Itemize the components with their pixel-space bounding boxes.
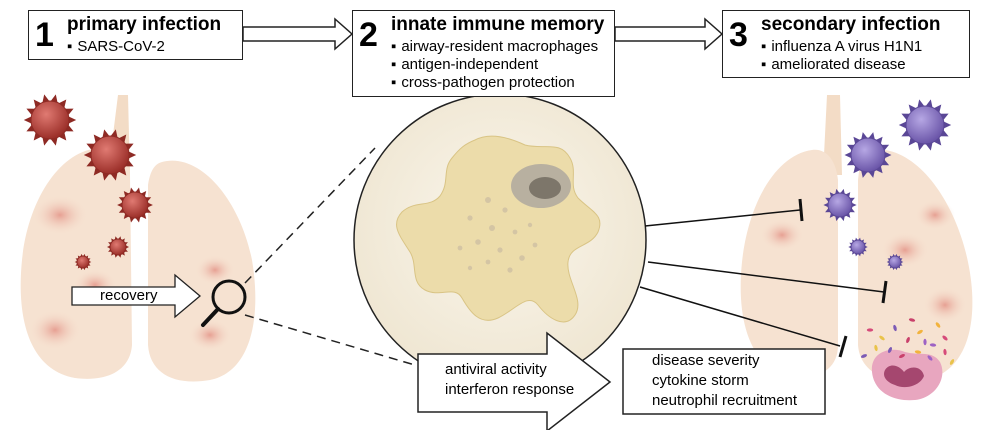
upregulated-effect: interferon response	[445, 381, 575, 398]
downregulated-effect: disease severity	[652, 352, 760, 369]
sars-cov-2-virus-icons	[23, 94, 153, 271]
step-3-title: secondary infection	[761, 14, 941, 35]
step-1-number: 1	[35, 16, 54, 54]
influenza-virus-icon	[823, 188, 857, 222]
recovery-label: recovery	[100, 287, 158, 304]
influenza-virus-icon	[898, 99, 952, 151]
sars-cov-2-virus-icon	[83, 129, 137, 181]
step-2-item: antigen-independent	[391, 56, 538, 73]
step-3-box: 3 secondary infection influenza A virus …	[722, 10, 970, 78]
upregulated-effect: antiviral activity	[445, 361, 547, 378]
sars-cov-2-virus-icon	[117, 187, 153, 223]
influenza-virus-icon	[886, 253, 904, 271]
flow-arrow-2-3	[614, 17, 724, 51]
step-2-title: innate immune memory	[391, 14, 605, 35]
recovery-arrow	[71, 273, 202, 319]
step-3-item: influenza A virus H1N1	[761, 38, 922, 55]
step-1-title: primary infection	[67, 14, 222, 35]
influenza-virus-icon	[844, 132, 892, 178]
outcome-box-frame	[622, 348, 826, 415]
right-lungs	[740, 95, 973, 382]
left-lungs	[20, 95, 256, 382]
step-2-item: cross-pathogen protection	[391, 74, 574, 91]
step-3-item: ameliorated disease	[761, 56, 905, 73]
step-1-item: SARS-CoV-2	[67, 38, 165, 55]
downregulated-effect: cytokine storm	[652, 372, 749, 389]
magnifier-icon	[201, 279, 247, 327]
effects-box-frame	[417, 331, 612, 430]
macrophage-zoom-view	[353, 93, 647, 387]
step-1-box: 1 primary infection SARS-CoV-2	[28, 10, 243, 60]
step-2-box: 2 innate immune memory airway-resident m…	[352, 10, 615, 97]
influenza-virus-icon	[848, 237, 868, 257]
step-3-number: 3	[729, 16, 748, 54]
flow-arrow-1-2	[242, 17, 354, 51]
step-2-item: airway-resident macrophages	[391, 38, 598, 55]
downregulated-effect: neutrophil recruitment	[652, 392, 798, 409]
step-2-number: 2	[359, 16, 378, 54]
influenza-virus-icons	[823, 99, 952, 271]
inhibition-lines	[639, 198, 888, 358]
neutrophil-icon	[860, 318, 955, 401]
sars-cov-2-virus-icon	[74, 253, 92, 271]
sars-cov-2-virus-icon	[23, 94, 77, 146]
sars-cov-2-virus-icon	[107, 236, 129, 258]
